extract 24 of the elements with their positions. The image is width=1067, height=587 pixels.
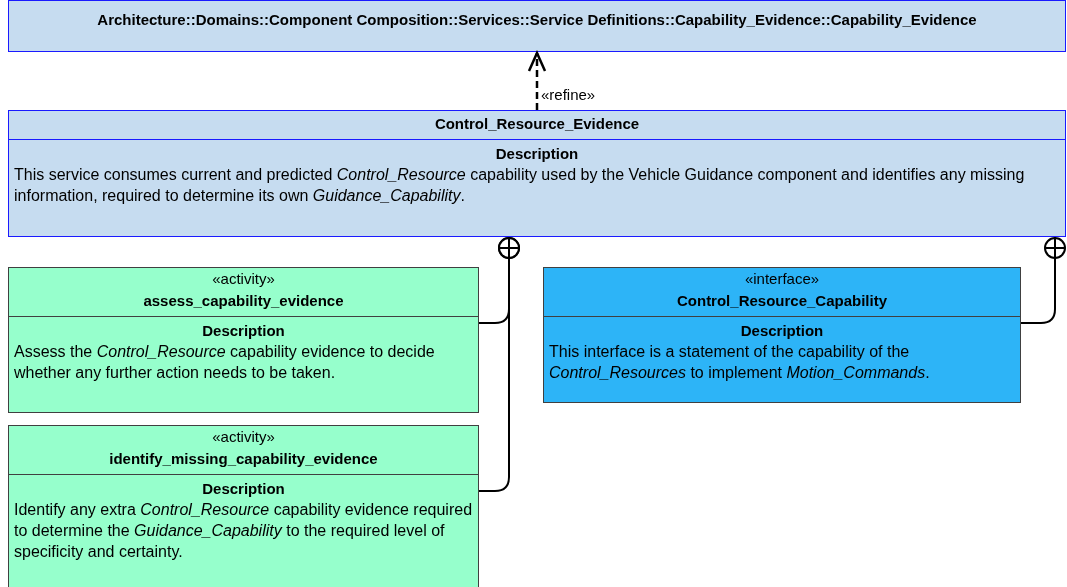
- section-heading: Description: [201, 479, 286, 499]
- stereotype-label: «activity»: [211, 269, 276, 289]
- description-text: This service consumes current and predicted Control_Resource capability used by the Vehicle Guidance component and identifies any missing information, required to determine its own Guidance_Capability.: [14, 165, 1026, 206]
- description-text: Identify any extra Control_Resource capability evidence required to determine the Guidance_Capability to the required level of specificity and certainty.: [14, 500, 473, 562]
- containment-line: [478, 236, 520, 492]
- dependency-arrow: [527, 51, 547, 110]
- containment-line: [1020, 236, 1066, 324]
- element-name: assess_capability_evidence: [142, 291, 345, 311]
- section-heading: Description: [494, 144, 580, 164]
- interface-box: [543, 267, 1021, 403]
- element-name: Control_Resource_Capability: [675, 291, 889, 311]
- section-heading: Description: [201, 321, 286, 341]
- package-path: Architecture::Domains::Component Composition::Services::Service Definitions::Capability_Evidence::Capability_Evidence: [96, 10, 978, 30]
- class-box: [8, 110, 1066, 237]
- description-text: Assess the Control_Resource capability evidence to decide whether any further action needs to be taken.: [14, 342, 436, 383]
- activity-box: [8, 267, 479, 413]
- stereotype-label: «activity»: [211, 427, 276, 447]
- stereotype-label: «interface»: [743, 269, 821, 289]
- element-name: identify_missing_capability_evidence: [108, 449, 379, 469]
- section-heading: Description: [739, 321, 825, 341]
- description-text: This interface is a statement of the capability of the Control_Resources to implement Motion_Commands.: [549, 342, 931, 383]
- element-name: Control_Resource_Evidence: [433, 114, 641, 134]
- activity-box: [8, 425, 479, 587]
- class-box: [8, 0, 1066, 52]
